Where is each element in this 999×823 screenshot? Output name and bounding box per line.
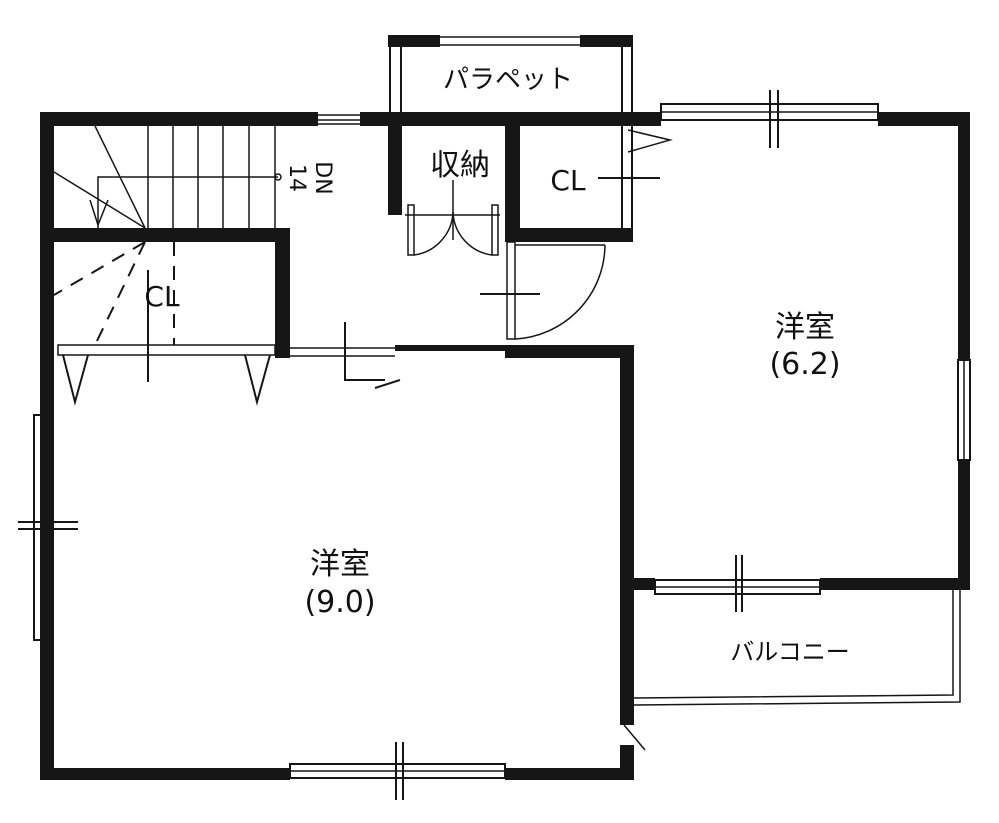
room-east-size: (6.2) — [769, 347, 840, 382]
staircase: 14 DN — [53, 125, 335, 346]
parapet: パラペット — [388, 35, 633, 240]
room-main-label: 洋室 — [310, 547, 370, 582]
stair-count: 14 — [284, 164, 309, 192]
room-main-size: (9.0) — [304, 585, 375, 620]
walls — [40, 112, 970, 780]
doors[interactable] — [57, 129, 673, 751]
balcony-label: バルコニー — [730, 638, 850, 666]
closet-top-label: CL — [550, 164, 586, 197]
closet-stair-label: CL — [144, 280, 180, 313]
balcony — [632, 590, 961, 706]
storage-label: 収納 — [430, 148, 490, 183]
stair-direction: DN — [310, 161, 335, 194]
parapet-label: パラペット — [443, 65, 573, 95]
room-east-label: 洋室 — [775, 310, 835, 345]
windows — [18, 90, 971, 800]
